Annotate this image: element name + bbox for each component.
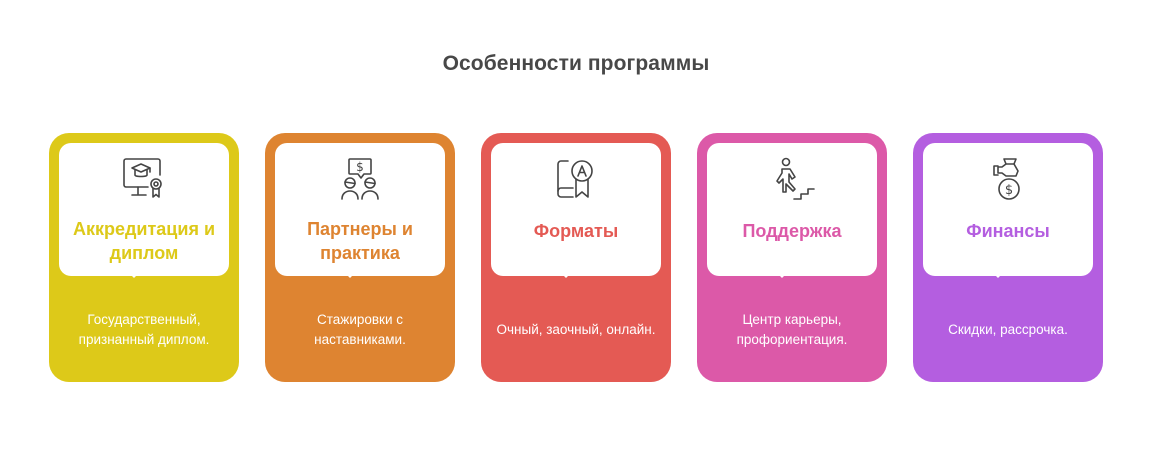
- callout-pointer: [773, 269, 791, 278]
- callout-pointer: [125, 269, 143, 278]
- card-heading: Поддержка: [742, 221, 842, 241]
- card-header-box: $ Партнеры и практика: [275, 143, 445, 276]
- book-award-icon: [552, 155, 600, 203]
- feature-card-accreditation: Аккредитация и диплом Государственный, п…: [49, 133, 239, 382]
- card-description: Стажировки с наставниками.: [314, 311, 406, 347]
- card-description: Очный, заочный, онлайн.: [496, 321, 656, 337]
- mentorship-icon: $: [336, 155, 384, 203]
- card-description: Центр карьеры, профориентация.: [736, 311, 848, 347]
- feature-card-formats: Форматы Очный, заочный, онлайн.: [481, 133, 671, 382]
- card-heading: Форматы: [533, 221, 619, 241]
- graduation-certificate-icon: [120, 155, 168, 203]
- card-header-box: Аккредитация и диплом: [59, 143, 229, 276]
- feature-card-partners: $ Партнеры и практика Стажировки с наста…: [265, 133, 455, 382]
- svg-text:$: $: [1005, 183, 1013, 198]
- callout-pointer: [341, 269, 359, 278]
- card-heading: Партнеры и практика: [307, 219, 413, 263]
- feature-card-finance: $ Финансы Скидки, рассрочка.: [913, 133, 1103, 382]
- callout-pointer: [989, 269, 1007, 278]
- feature-card-support: Поддержка Центр карьеры, профориентация.: [697, 133, 887, 382]
- card-description: Государственный, признанный диплом.: [78, 311, 210, 347]
- page-title: Особенности программы: [442, 52, 710, 75]
- career-steps-icon: [768, 155, 816, 203]
- card-heading: Аккредитация и диплом: [72, 219, 216, 263]
- card-header-box: Поддержка: [707, 143, 877, 276]
- callout-pointer: [557, 269, 575, 278]
- svg-text:$: $: [356, 160, 364, 174]
- card-header-box: Форматы: [491, 143, 661, 276]
- card-heading: Финансы: [966, 221, 1050, 241]
- card-description: Скидки, рассрочка.: [948, 321, 1068, 337]
- card-header-box: $ Финансы: [923, 143, 1093, 276]
- money-bag-icon: $: [984, 155, 1032, 203]
